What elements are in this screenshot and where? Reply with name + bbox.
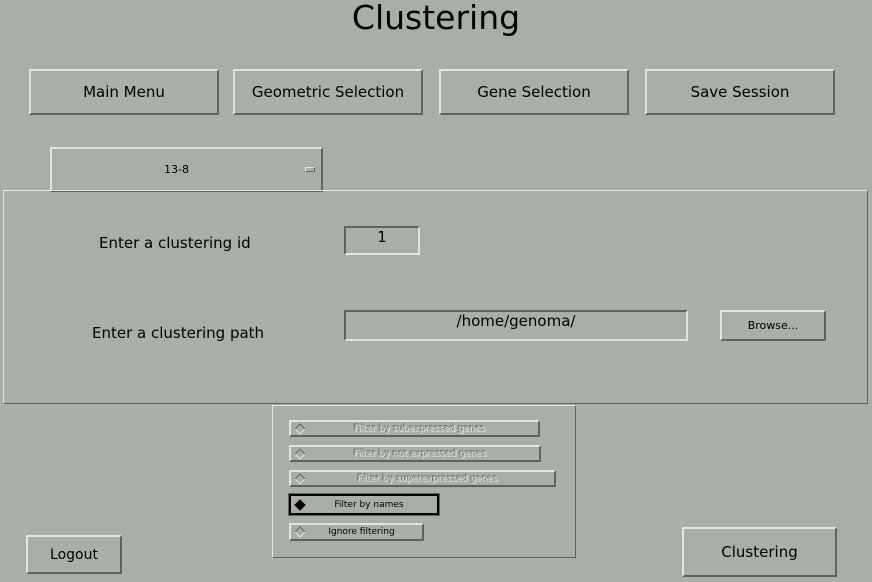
ignore-filtering-label: Ignore filtering bbox=[328, 527, 395, 537]
browse-button[interactable]: Browse... bbox=[720, 310, 826, 341]
logout-button[interactable]: Logout bbox=[26, 535, 122, 574]
filter-subexpressed-option: Filter by subexpressed genes bbox=[289, 420, 540, 437]
dataset-dropdown-value: 13-8 bbox=[164, 163, 189, 176]
clustering-id-label: Enter a clustering id bbox=[99, 234, 251, 252]
filter-not-expressed-option: Filter by not expressed genes bbox=[289, 445, 541, 462]
filter-options-panel bbox=[272, 405, 576, 558]
ignore-filtering-option[interactable]: Ignore filtering bbox=[289, 523, 424, 541]
radio-diamond-icon bbox=[294, 526, 306, 538]
filter-superexpressed-label: Filter by superexpressed genes bbox=[357, 473, 498, 484]
clustering-button[interactable]: Clustering bbox=[682, 527, 837, 577]
save-session-button[interactable]: Save Session bbox=[645, 69, 835, 115]
filter-subexpressed-label: Filter by subexpressed genes bbox=[353, 423, 486, 434]
filter-not-expressed-label: Filter by not expressed genes bbox=[353, 448, 487, 459]
filter-by-names-option[interactable]: Filter by names bbox=[288, 493, 440, 516]
page-title: Clustering bbox=[351, 0, 521, 37]
dataset-dropdown[interactable]: 13-8 bbox=[50, 147, 323, 192]
clustering-id-input[interactable]: 1 bbox=[344, 226, 420, 255]
radio-diamond-icon bbox=[294, 498, 306, 511]
dropdown-indicator-icon bbox=[305, 167, 315, 172]
radio-diamond-icon bbox=[294, 447, 306, 460]
clustering-path-input[interactable]: /home/genoma/ bbox=[344, 310, 688, 341]
clustering-form-panel bbox=[3, 190, 868, 404]
main-menu-button[interactable]: Main Menu bbox=[29, 69, 219, 115]
radio-diamond-icon bbox=[294, 422, 306, 435]
filter-superexpressed-option: Filter by superexpressed genes bbox=[289, 470, 556, 487]
clustering-path-label: Enter a clustering path bbox=[92, 324, 265, 342]
geometric-selection-button[interactable]: Geometric Selection bbox=[233, 69, 423, 115]
radio-diamond-icon bbox=[294, 472, 306, 485]
filter-by-names-label: Filter by names bbox=[334, 499, 404, 510]
gene-selection-button[interactable]: Gene Selection bbox=[439, 69, 629, 115]
